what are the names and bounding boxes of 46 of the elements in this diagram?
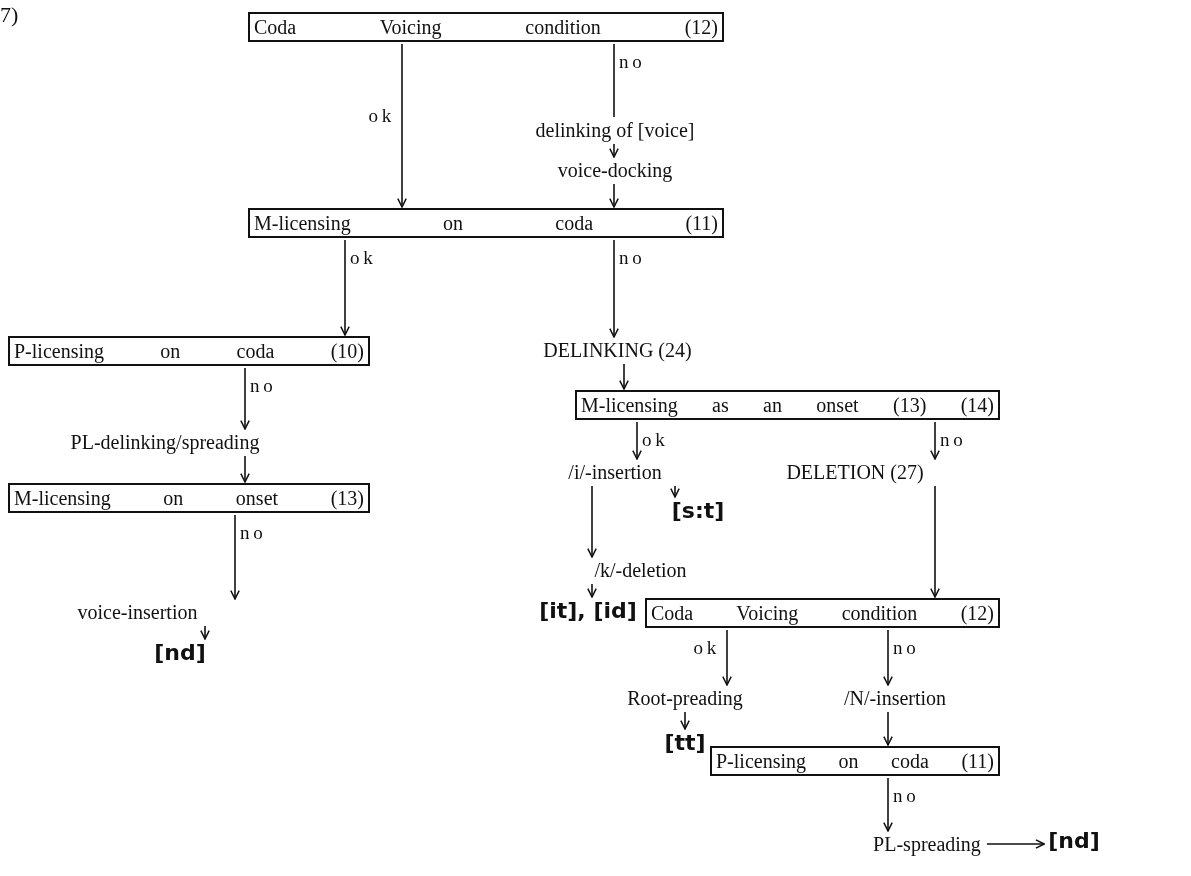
arrow <box>240 455 250 483</box>
arrow <box>609 239 619 338</box>
arrow <box>397 43 407 208</box>
figure-number: 7) <box>0 4 19 26</box>
process-label: DELINKING (24) <box>543 338 692 362</box>
arrow <box>883 711 893 746</box>
process-label: PL-delinking/spreading <box>70 430 260 454</box>
process-label: /i/-insertion <box>568 460 662 484</box>
condition-box: M-licensing on onset (13) <box>8 483 370 513</box>
process-label: Root-preading <box>627 686 743 710</box>
arrow <box>340 239 350 336</box>
arrow <box>609 183 619 208</box>
process-label: voice-docking <box>557 158 673 182</box>
arrow <box>619 363 629 390</box>
arrow <box>587 485 597 558</box>
arrow <box>930 421 940 460</box>
process-label: DELETION (27) <box>786 460 924 484</box>
output-form: [nd] <box>154 640 206 666</box>
condition-box: P-licensing on coda (10) <box>8 336 370 366</box>
process-label: /N/-insertion <box>843 686 947 710</box>
arrow <box>930 485 940 598</box>
process-label: voice-insertion <box>77 600 198 624</box>
arrow <box>240 367 250 430</box>
output-form: [nd] <box>1048 828 1100 854</box>
process-label: PL-spreading <box>873 832 981 856</box>
condition-box: Coda Voicing condition (12) <box>248 12 724 42</box>
condition-box: Coda Voicing condition (12) <box>645 598 1000 628</box>
condition-box: M-licensing as an onset (13) (14) <box>575 390 1000 420</box>
arrow <box>609 143 619 158</box>
arrow <box>587 583 597 598</box>
arrow <box>632 421 642 460</box>
process-label: delinking of [voice] <box>535 118 695 142</box>
condition-box: M-licensing on coda (11) <box>248 208 724 238</box>
output-form: [s:t] <box>671 498 725 524</box>
arrow <box>722 629 732 686</box>
arrow <box>680 711 690 730</box>
arrow <box>670 485 680 498</box>
arrow <box>986 839 1046 849</box>
arrow <box>883 777 893 832</box>
arrow <box>200 625 210 640</box>
output-form: [tt] <box>664 730 706 756</box>
process-label: /k/-deletion <box>594 558 687 582</box>
arrow <box>883 629 893 686</box>
arrow <box>230 514 240 600</box>
output-form: [it], [id] <box>539 598 637 624</box>
condition-box: P-licensing on coda (11) <box>710 746 1000 776</box>
